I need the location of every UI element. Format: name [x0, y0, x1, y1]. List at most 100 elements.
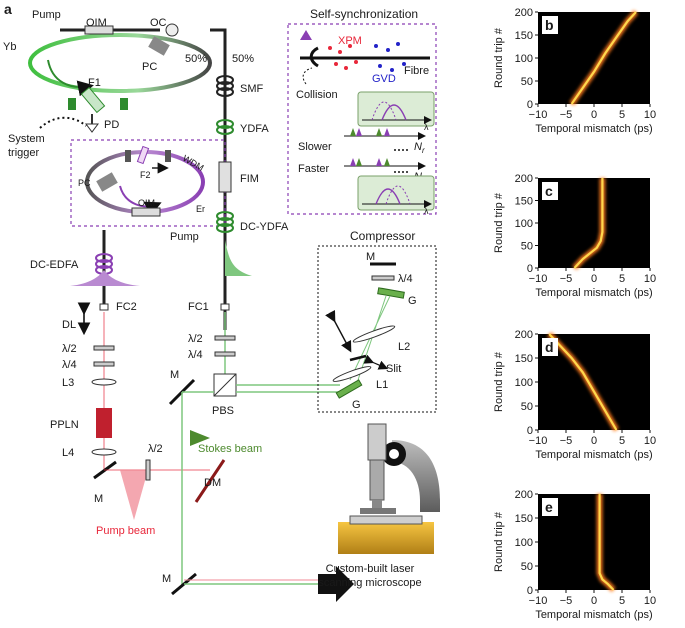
l1-lens — [332, 366, 372, 382]
x-tick-label: 5 — [619, 595, 625, 607]
spectrum-bottom-dashed — [385, 185, 411, 205]
dc-edfa-label: DC-EDFA — [30, 259, 79, 271]
microscope-tube — [367, 423, 387, 461]
y-tick-label: 50 — [521, 401, 533, 413]
x-axis-label: Temporal mismatch (ps) — [535, 449, 652, 461]
x-tick-label: 5 — [619, 435, 625, 447]
x-tick-label: 0 — [591, 109, 597, 121]
half-wave-bottom-label: λ/2 — [148, 443, 163, 455]
compressor-quarter-wave-label: λ/4 — [398, 273, 413, 285]
panel-label-bg — [542, 338, 558, 356]
f1-filter — [80, 86, 106, 114]
dl-label: DL — [62, 319, 76, 331]
microscope-nosepiece — [372, 500, 382, 508]
y-tick-label: 0 — [527, 425, 533, 437]
xpm-dots — [328, 44, 358, 70]
microscope-arrow-icon — [318, 566, 354, 602]
m-left-label: M — [94, 493, 103, 505]
timeline-pulses — [350, 128, 390, 166]
microscope-icon: Custom-built laser scanning microscope — [318, 423, 440, 589]
panel-label-bg — [542, 182, 558, 200]
pd-icon — [85, 123, 99, 133]
y-tick-label: 150 — [515, 353, 533, 365]
y-axis-label: Round trip # — [493, 511, 505, 572]
yb-oscillator: Pump OIM OC Yb PC 50% 50% F1 PD System t… — [3, 9, 254, 330]
panel-label-bg — [542, 16, 558, 34]
wdm-label: WDM — [181, 153, 205, 173]
collision-label: Collision — [296, 89, 338, 101]
fibre-label: Fibre — [404, 65, 429, 77]
y-tick-label: 100 — [515, 537, 533, 549]
panel-label: c — [545, 183, 553, 199]
fifty-left-label: 50% — [185, 53, 207, 65]
x-tick-label: −10 — [529, 435, 548, 447]
l1-label: L1 — [376, 379, 388, 391]
g-top-label: G — [408, 295, 417, 307]
x-tick-label: 10 — [644, 435, 656, 447]
x-tick-label: 5 — [619, 109, 625, 121]
quarter-wave-right-label: λ/4 — [188, 349, 203, 361]
x-axis-label: Temporal mismatch (ps) — [535, 609, 652, 621]
l2-lens — [352, 325, 396, 343]
half-wave-right-label: λ/2 — [188, 333, 203, 345]
stokes-pulse — [190, 430, 210, 446]
slower-label: Slower — [298, 141, 332, 153]
panel-label-bg — [542, 498, 558, 516]
left-beamline: DC-EDFA FC2 DL λ/2 λ/4 L3 PPLN L4 M λ/2 … — [30, 253, 226, 537]
fc2-coupler — [99, 303, 109, 311]
y-tick-label: 0 — [527, 99, 533, 111]
xpm-label: XPM — [338, 35, 362, 47]
fc1-coupler — [220, 303, 230, 311]
half-wave-left-label: λ/2 — [62, 343, 77, 355]
compressor-title: Compressor — [350, 229, 415, 243]
oim-bottom-component — [131, 207, 161, 217]
oim-bottom-label: OIM — [138, 198, 155, 208]
x-tick-label: −5 — [560, 109, 573, 121]
ydfa-coil-icon — [216, 119, 234, 135]
y-tick-label: 50 — [521, 561, 533, 573]
y-tick-label: 150 — [515, 196, 533, 208]
spectrum-top-solid — [381, 104, 407, 121]
y-tick-label: 100 — [515, 218, 533, 230]
x-tick-label: −5 — [560, 595, 573, 607]
ydfa-label: YDFA — [240, 123, 269, 135]
l4-lens — [91, 448, 117, 456]
f1-label: F1 — [88, 77, 101, 89]
smf-coil-icon — [216, 75, 234, 97]
y-axis-label: Round trip # — [493, 27, 505, 88]
pump-bottom-label: Pump — [170, 231, 199, 243]
x-axis-label: Temporal mismatch (ps) — [535, 287, 652, 299]
er-direction-arrow — [119, 185, 162, 217]
x-tick-label: −10 — [529, 109, 548, 121]
quarter-wave-left-label: λ/4 — [62, 359, 77, 371]
x-tick-label: −10 — [529, 273, 548, 285]
compressor-m-label: M — [366, 251, 375, 263]
l4-label: L4 — [62, 447, 74, 459]
x-tick-label: 0 — [591, 273, 597, 285]
grating-top — [377, 287, 405, 299]
fifty-right-label: 50% — [232, 53, 254, 65]
fc1-label: FC1 — [188, 301, 209, 313]
x-tick-label: 0 — [591, 435, 597, 447]
faster-label: Faster — [298, 163, 330, 175]
pbs-label: PBS — [212, 405, 234, 417]
heatmap-trace — [573, 178, 604, 269]
y-tick-label: 0 — [527, 263, 533, 275]
nr-label: Nr — [414, 141, 425, 155]
pump-beam-label: Pump beam — [96, 525, 155, 537]
self-sync-frame — [287, 23, 437, 215]
dc-ydfa-label: DC-YDFA — [240, 221, 289, 233]
compressor-frame — [317, 245, 437, 413]
yb-direction-arrow — [47, 59, 94, 97]
pc-bottom-label: PC — [78, 178, 91, 188]
x-tick-label: 5 — [619, 273, 625, 285]
fim-component — [218, 161, 232, 193]
oc-coupler — [165, 23, 179, 37]
y-axis-label: Round trip # — [493, 351, 505, 412]
slit-arrow — [363, 354, 389, 370]
y-tick-label: 50 — [521, 241, 533, 253]
y-tick-label: 200 — [515, 7, 533, 19]
